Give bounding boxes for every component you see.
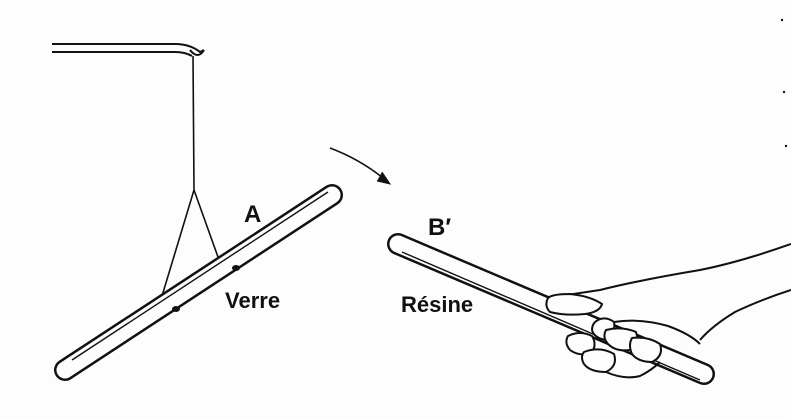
knot [172, 306, 180, 312]
label-resin: Résine [401, 292, 474, 317]
hand [545, 243, 791, 379]
support-bar [52, 43, 205, 57]
approach-arrow [329, 147, 392, 185]
glass-rod [54, 184, 343, 381]
label-glass: Verre [225, 288, 281, 313]
label-rod-b: B′ [428, 214, 452, 241]
label-rod-a: A [244, 201, 262, 228]
knot [232, 265, 240, 271]
speck [780, 18, 788, 148]
suspension-thread [161, 55, 219, 297]
